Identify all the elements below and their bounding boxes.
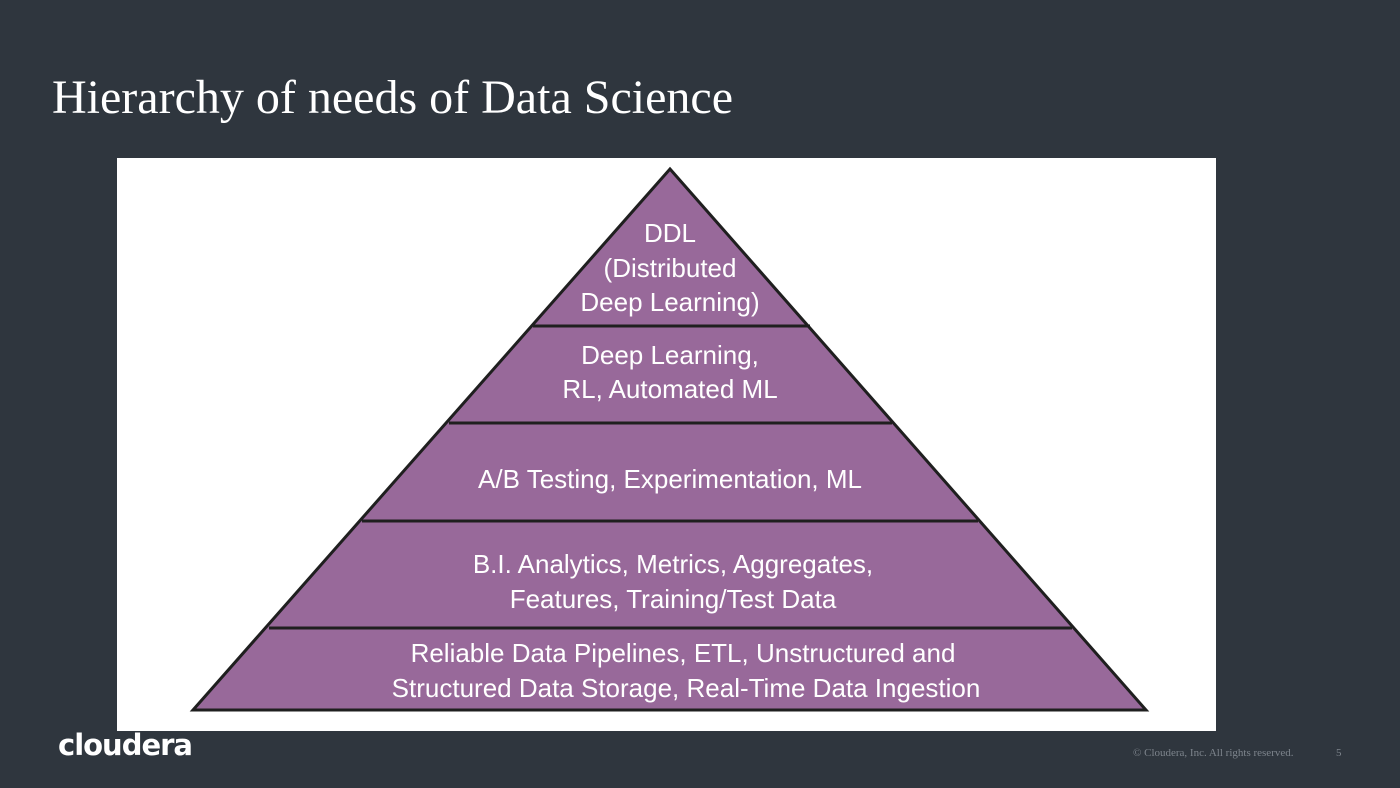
copyright-notice: © Cloudera, Inc. All rights reserved.	[1133, 747, 1294, 759]
slide-title: Hierarchy of needs of Data Science	[52, 71, 733, 124]
pyramid-level-data-pipelines: Reliable Data Pipelines, ETL, Unstructur…	[392, 638, 981, 703]
page-number: 5	[1336, 747, 1342, 759]
level-ddl-line-3: Deep Learning)	[580, 287, 759, 317]
pyramid-level-ab-testing: A/B Testing, Experimentation, ML	[478, 464, 862, 494]
pyramid-level-deep-learning: Deep Learning, RL, Automated ML	[562, 340, 777, 404]
level-bi-analytics-line-1: B.I. Analytics, Metrics, Aggregates,	[473, 549, 873, 579]
level-ddl-line-1: DDL	[644, 218, 696, 248]
level-ddl-line-2: (Distributed	[604, 253, 737, 283]
pyramid-level-bi-analytics: B.I. Analytics, Metrics, Aggregates, Fea…	[473, 549, 873, 614]
level-ab-testing-line-1: A/B Testing, Experimentation, ML	[478, 464, 862, 494]
pyramid-level-ddl: DDL (Distributed Deep Learning)	[580, 218, 759, 317]
level-data-pipelines-line-1: Reliable Data Pipelines, ETL, Unstructur…	[411, 638, 956, 668]
cloudera-logo: cloudera	[58, 728, 193, 762]
pyramid-shape	[189, 166, 1150, 712]
level-deep-learning-line-2: RL, Automated ML	[562, 374, 777, 404]
level-bi-analytics-line-2: Features, Training/Test Data	[510, 584, 837, 614]
level-deep-learning-line-1: Deep Learning,	[581, 340, 759, 370]
pyramid-diagram-panel: DDL (Distributed Deep Learning) Deep Lea…	[117, 158, 1216, 731]
pyramid-diagram: DDL (Distributed Deep Learning) Deep Lea…	[189, 166, 1150, 712]
level-data-pipelines-line-2: Structured Data Storage, Real-Time Data …	[392, 673, 981, 703]
